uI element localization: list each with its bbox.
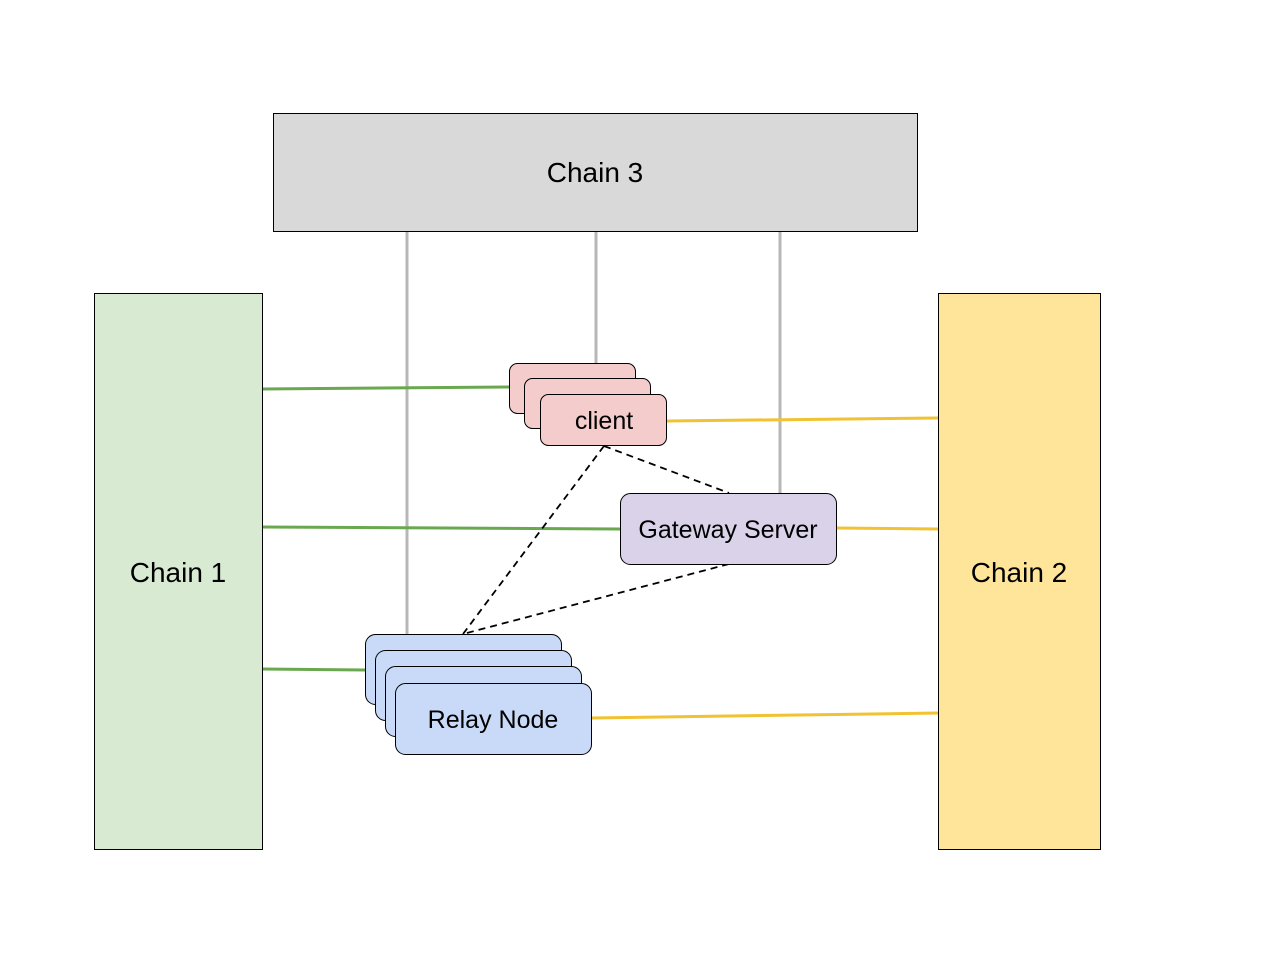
chain2-label: Chain 2 (971, 557, 1068, 588)
chain3-label: Chain 3 (547, 157, 644, 188)
gateway-relay-link (462, 563, 730, 635)
client-node (540, 394, 667, 446)
chain2-connectors (590, 416, 939, 720)
chain2-relay-link (590, 711, 939, 720)
chain3-connectors (405, 231, 782, 635)
relay-node-stack[interactable]: Relay Node (365, 634, 592, 755)
gateway-server-node[interactable]: Gateway Server (620, 493, 837, 565)
chain1-connectors (261, 385, 621, 672)
relay-node-label: Relay Node (428, 706, 559, 734)
chain2-client-link (666, 416, 939, 423)
client-relay-link (462, 445, 605, 635)
chain3-box[interactable]: Chain 3 (273, 113, 918, 232)
chain1-box[interactable]: Chain 1 (94, 293, 263, 850)
chain1-relay-link (261, 667, 366, 672)
chain1-gateway-link (261, 525, 621, 531)
client-gateway-link (603, 445, 730, 494)
chain2-gateway-link (835, 526, 939, 531)
gateway-server-label: Gateway Server (638, 516, 817, 544)
chain2-box[interactable]: Chain 2 (938, 293, 1101, 850)
chain1-label: Chain 1 (130, 557, 227, 588)
peer-connectors (462, 445, 730, 635)
client-node-stack[interactable]: client (509, 363, 667, 446)
client-label: client (575, 407, 633, 435)
relay-node (395, 683, 592, 755)
chain1-client-link (261, 385, 510, 391)
